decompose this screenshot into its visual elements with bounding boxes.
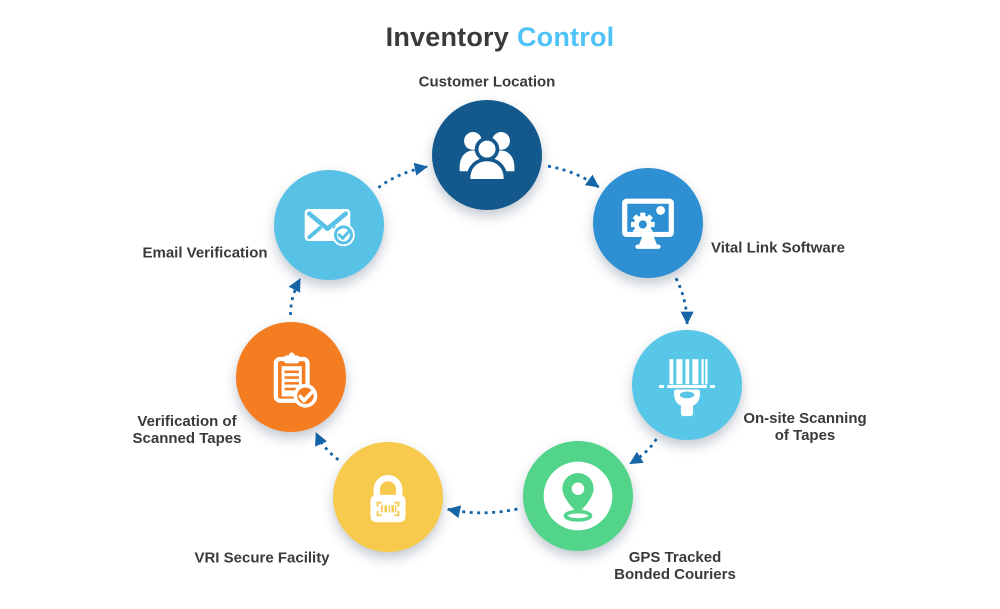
node-label-verification-scanned-tapes: Verification of Scanned Tapes (132, 412, 242, 447)
flow-arrow-vital-link-software-to-onsite-scanning-of-tapes (674, 277, 694, 325)
node-label-email-verification: Email Verification (142, 244, 268, 262)
title-part-1: Inventory (385, 22, 509, 52)
node-verification-scanned-tapes (236, 322, 346, 432)
vital-link-software-circle (593, 168, 703, 278)
onsite-scanning-circle (632, 330, 742, 440)
clipboard-check-icon (273, 352, 318, 408)
node-gps-couriers (523, 441, 633, 551)
title-part-2: Control (516, 22, 615, 52)
location-pin-icon (543, 461, 613, 531)
flow-arrow-verification-scanned-tapes-to-email-verification (288, 278, 302, 316)
people-group-icon (459, 132, 515, 183)
node-onsite-scanning (632, 330, 742, 440)
flow-arrow-email-verification-to-customer-location (377, 162, 428, 189)
node-label-onsite-scanning: On-site Scanning of Tapes (743, 409, 867, 444)
gps-couriers-circle (523, 441, 633, 551)
node-label-gps-couriers: GPS Tracked Bonded Couriers (614, 548, 736, 583)
barcode-scanner-icon (658, 359, 716, 417)
email-verification-circle (274, 170, 384, 280)
node-vital-link-software (593, 168, 703, 278)
node-label-customer-location: Customer Location (418, 73, 556, 91)
customer-location-circle (432, 100, 542, 210)
node-label-vri-secure-facility: VRI Secure Facility (194, 549, 330, 567)
node-customer-location (432, 100, 542, 210)
flow-arrow-customer-location-to-vital-link-software (547, 164, 600, 189)
flow-arrow-onsite-scanning-of-tapes-to-gps-tracked-bonded-couriers (629, 438, 658, 465)
node-label-vital-link-software: Vital Link Software (711, 239, 845, 257)
monitor-gear-icon (622, 198, 674, 249)
flow-arrow-gps-tracked-bonded-couriers-to-vri-secure-facility (447, 505, 518, 519)
envelope-check-icon (304, 209, 355, 247)
node-email-verification (274, 170, 384, 280)
node-vri-secure-facility (333, 442, 443, 552)
padlock-barcode-icon (370, 475, 406, 523)
verification-scanned-tapes-circle (236, 322, 346, 432)
vri-secure-facility-circle (333, 442, 443, 552)
